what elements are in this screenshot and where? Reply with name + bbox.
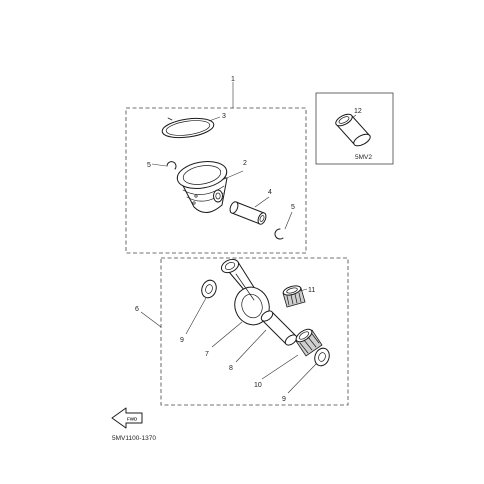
callout-2: 2 [243, 160, 247, 167]
callout-4: 4 [268, 189, 272, 196]
callout-8: 8 [229, 365, 233, 372]
leader-lines [140, 82, 357, 394]
variant-bushing [335, 113, 371, 147]
callout-9-left: 9 [180, 337, 184, 344]
callout-3: 3 [222, 113, 226, 120]
fwd-label: FWD [127, 417, 138, 422]
variant-code: 5MV2 [355, 154, 372, 161]
big-end-bearing [295, 328, 323, 357]
callout-12: 12 [354, 108, 362, 115]
fwd-arrow-icon: FWD [111, 407, 143, 429]
conrod-kit-frame [160, 257, 349, 406]
piston-pin-clip-right [274, 228, 284, 240]
piston-pin-clip-left [166, 161, 177, 170]
variant-box: 5MV2 [315, 92, 394, 165]
drawing-number: 5MV1100-1370 [112, 435, 156, 442]
callout-6: 6 [135, 306, 139, 313]
connecting-rod [220, 258, 270, 326]
small-end-bearing [282, 285, 306, 308]
callout-5-lower: 5 [291, 204, 295, 211]
callout-9-right: 9 [282, 396, 286, 403]
callout-1: 1 [231, 76, 235, 83]
callout-11: 11 [308, 287, 315, 294]
callout-7: 7 [205, 351, 209, 358]
thrust-washer-left [201, 279, 217, 299]
piston-ring [161, 117, 215, 139]
callout-10: 10 [254, 382, 262, 389]
callouts: 1 2 3 4 5 5 6 7 8 9 9 10 11 12 [135, 76, 362, 403]
crank-pin [260, 310, 298, 346]
piston-pin [229, 201, 267, 225]
piston [176, 160, 228, 213]
callout-5-upper: 5 [147, 162, 151, 169]
thrust-washer-right [314, 347, 330, 367]
